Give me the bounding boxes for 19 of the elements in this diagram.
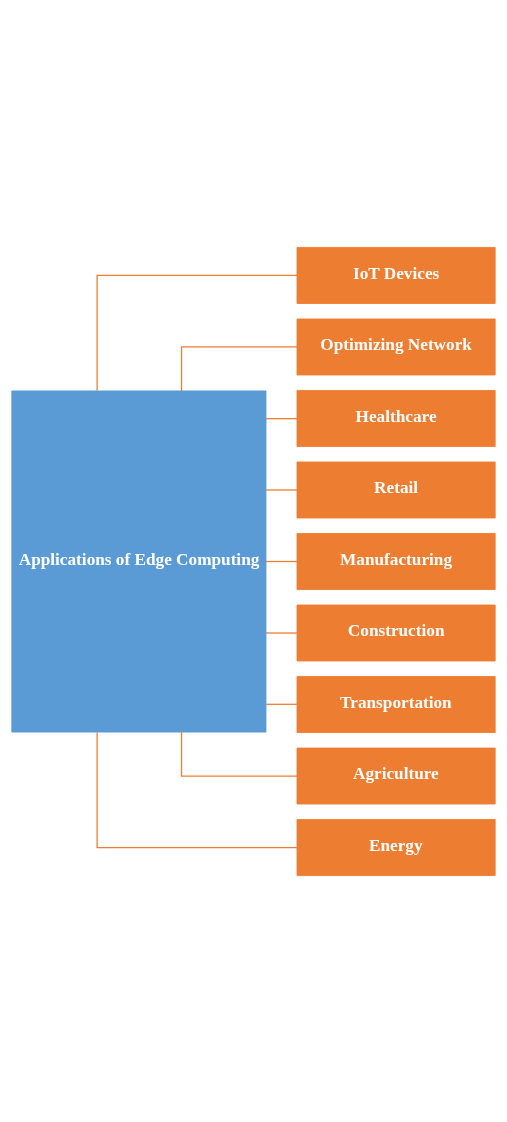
node-box: Manufacturing — [296, 532, 496, 590]
node-box: Retail — [296, 461, 496, 518]
connector — [265, 417, 298, 419]
connector — [265, 488, 298, 491]
connector — [180, 730, 298, 777]
node-box: Energy — [296, 818, 496, 876]
connector — [96, 731, 298, 848]
node-box: Agriculture — [296, 747, 496, 804]
node-box: Construction — [296, 604, 496, 661]
connector — [265, 560, 298, 562]
connector — [265, 703, 298, 705]
node-box: Optimizing Network — [296, 318, 496, 375]
connector — [180, 345, 298, 392]
node-box: IoT Devices — [296, 246, 496, 304]
node-box: Applications of Edge Computing — [11, 389, 267, 733]
node-box: Transportation — [296, 675, 496, 733]
node-box: Healthcare — [296, 389, 496, 447]
connector — [96, 274, 298, 391]
connector — [265, 631, 298, 634]
